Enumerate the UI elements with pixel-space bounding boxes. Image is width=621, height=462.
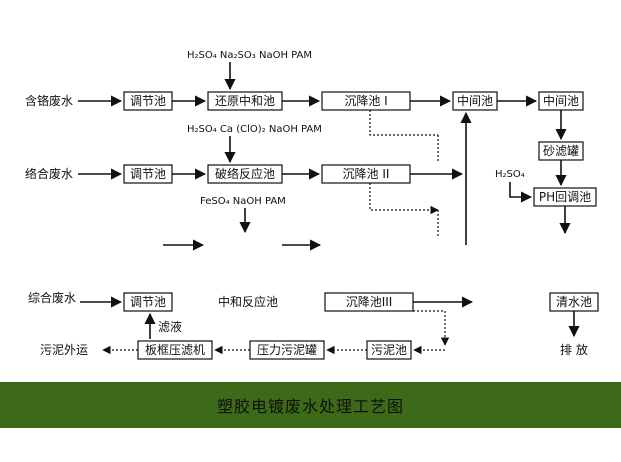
label-sludge-out: 污泥外运 [40,343,88,357]
arrow-reagent4-to-ph [509,182,533,203]
unit-middle-2: 中间池 [543,93,579,108]
input-complex-wastewater: 络合废水 [25,166,73,181]
input-mixed-wastewater: 综合废水 [28,290,76,305]
sludge-line-settle2 [369,183,439,215]
unit-reduce-neutralize: 还原中和池 [215,93,275,108]
process-flow-svg: H₂SO₄ Na₂SO₃ NaOH PAM H₂SO₄ Ca (ClO)₂ Na… [25,50,599,360]
unit-filter-press: 板框压滤机 [145,343,205,357]
unit-break-complex: 破络反应池 [215,166,275,181]
unit-ph-adjust: PH回调池 [539,190,591,204]
unit-equalize-1: 调节池 [130,94,166,108]
unit-middle-1: 中间池 [457,93,493,108]
unit-clear-water: 清水池 [556,295,592,309]
sludge-line-settle3 [413,310,450,346]
reagent-label-1: H₂SO₄ Na₂SO₃ NaOH PAM [187,50,312,61]
unit-box-equalize-3 [123,292,173,312]
unit-settle-3: 沉降池III [346,295,393,309]
unit-sludge-pool: 污泥池 [371,343,407,357]
diagram-title: 塑胶电镀废水处理工艺图 [216,397,404,416]
reagent-label-2: H₂SO₄ Ca (ClO)₂ NaOH PAM [187,124,322,135]
reagent-label-3: FeSO₄ NaOH PAM [200,196,286,207]
unit-equalize-2: 调节池 [130,167,166,181]
label-filtrate: 滤液 [158,319,182,334]
unit-neutralize-react: 中和反应池 [218,294,278,309]
sludge-line-settle1 [369,110,438,136]
unit-sand-filter: 砂滤罐 [543,144,579,158]
input-chromium-wastewater: 含铬废水 [25,93,73,108]
unit-settle-1: 沉降池 I [344,94,387,108]
footer-band [0,382,621,428]
unit-equalize-3: 调节池 [130,295,166,309]
unit-press-tank: 压力污泥罐 [257,343,317,357]
reagent-label-4: H₂SO₄ [495,169,525,180]
label-discharge: 排 放 [560,342,588,357]
unit-settle-2: 沉降池 II [343,167,390,181]
